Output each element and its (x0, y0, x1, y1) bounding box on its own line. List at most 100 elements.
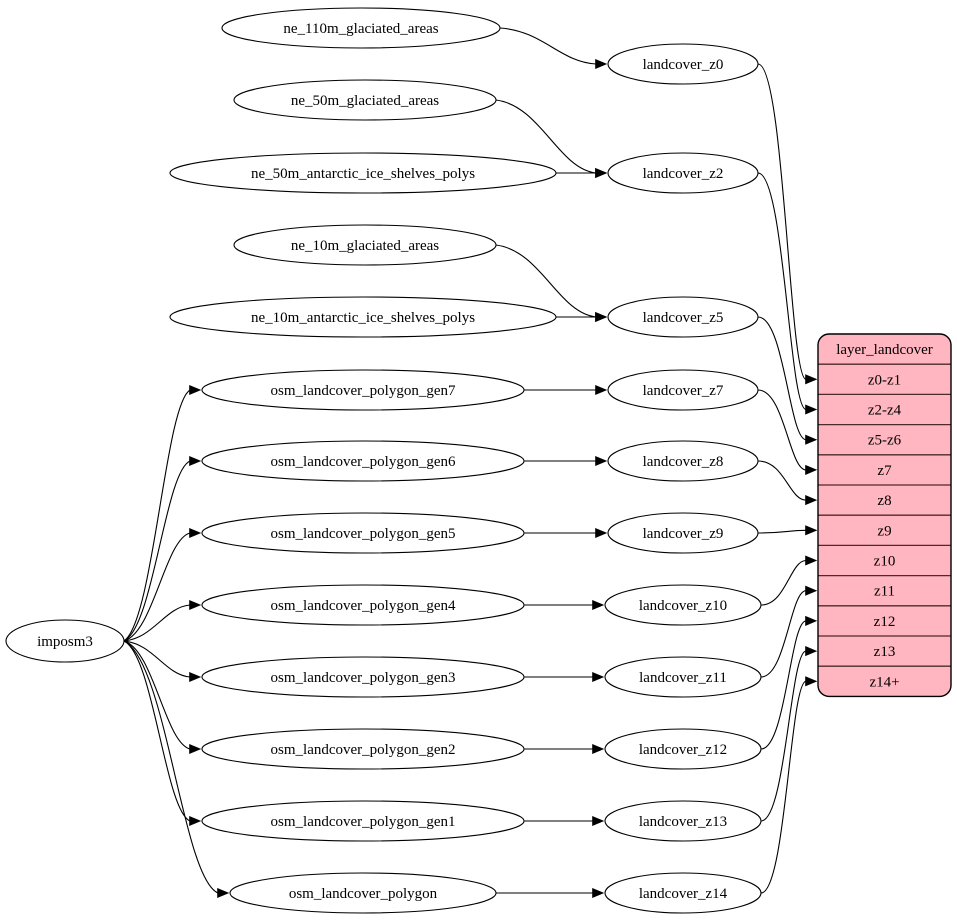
edge-arrow-icon (595, 167, 608, 179)
edge-imposm3-to-osm_landcover_polygon_gen2 (123, 640, 191, 750)
table-cell-label-z14+: z14+ (869, 674, 899, 690)
node-landcover_z12[interactable]: landcover_z12 (604, 728, 762, 770)
edge-arrow-icon (189, 743, 202, 755)
table-row-z12[interactable]: z12 (818, 605, 951, 636)
node-osm_landcover_polygon_gen4[interactable]: osm_landcover_polygon_gen4 (201, 584, 525, 626)
node-osm_landcover_polygon_gen2[interactable]: osm_landcover_polygon_gen2 (201, 728, 525, 770)
node-shape-landcover_z14 (604, 872, 762, 914)
edge-landcover_z7-to-z7 (757, 389, 807, 471)
node-shape-landcover_z12 (604, 728, 762, 770)
edge-imposm3-to-osm_landcover_polygon_gen7 (123, 389, 191, 642)
edge-arrow-icon (189, 455, 202, 467)
node-ne_50m_antarctic_ice_shelves_polys[interactable]: ne_50m_antarctic_ice_shelves_polys (169, 152, 557, 194)
node-label-landcover_z10: landcover_z10 (639, 598, 727, 614)
edge-imposm3-to-osm_landcover_polygon_gen5 (123, 532, 191, 642)
edges-layer (123, 27, 818, 899)
node-ne_50m_glaciated_areas[interactable]: ne_50m_glaciated_areas (233, 79, 497, 121)
node-ne_110m_glaciated_areas[interactable]: ne_110m_glaciated_areas (221, 7, 501, 49)
table-cell-bg-z5-z6 (818, 424, 951, 455)
node-osm_landcover_polygon_gen6[interactable]: osm_landcover_polygon_gen6 (201, 440, 525, 482)
edge-arrow-icon (805, 646, 818, 657)
node-landcover_z8[interactable]: landcover_z8 (607, 440, 759, 482)
node-label-imposm3: imposm3 (37, 634, 93, 650)
edge-imposm3-to-osm_landcover_polygon (123, 640, 219, 894)
node-imposm3[interactable]: imposm3 (5, 619, 125, 663)
edge-arrow-icon (805, 585, 818, 596)
node-shape-landcover_z8 (607, 440, 759, 482)
node-osm_landcover_polygon_gen7[interactable]: osm_landcover_polygon_gen7 (201, 369, 525, 411)
node-label-osm_landcover_polygon: osm_landcover_polygon (289, 886, 438, 902)
node-shape-landcover_z7 (607, 369, 759, 411)
table-cell-bg-z8 (818, 485, 951, 516)
node-label-landcover_z13: landcover_z13 (639, 814, 727, 830)
table-row-z14+[interactable]: z14+ (818, 665, 951, 697)
node-shape-ne_10m_antarctic_ice_shelves_polys (169, 296, 557, 338)
node-landcover_z5[interactable]: landcover_z5 (607, 296, 759, 338)
node-landcover_z14[interactable]: landcover_z14 (604, 872, 762, 914)
node-landcover_z13[interactable]: landcover_z13 (604, 800, 762, 842)
edge-arrow-icon (592, 743, 605, 755)
table-row-z11[interactable]: z11 (818, 574, 951, 606)
edge-arrow-icon (805, 615, 818, 626)
table-cell-label-z0-z1: z0-z1 (868, 372, 901, 388)
node-landcover_z11[interactable]: landcover_z11 (604, 656, 762, 698)
node-label-landcover_z14: landcover_z14 (639, 886, 728, 902)
table-cell-bg-z7 (818, 454, 951, 485)
edge-landcover_z2-to-z2-z4 (757, 172, 807, 411)
node-landcover_z7[interactable]: landcover_z7 (607, 369, 759, 411)
table-row-z8[interactable]: z8 (818, 484, 951, 516)
node-ne_10m_glaciated_areas[interactable]: ne_10m_glaciated_areas (233, 224, 497, 266)
edge-arrow-icon (217, 887, 230, 899)
table-row-z5-z6[interactable]: z5-z6 (818, 423, 951, 455)
node-shape-osm_landcover_polygon_gen6 (201, 440, 525, 482)
edge-landcover_z12-to-z12 (760, 620, 807, 750)
node-osm_landcover_polygon_gen3[interactable]: osm_landcover_polygon_gen3 (201, 656, 525, 698)
edge-imposm3-to-osm_landcover_polygon_gen1 (123, 640, 191, 822)
edge-imposm3-to-osm_landcover_polygon_gen6 (123, 460, 191, 642)
node-osm_landcover_polygon_gen5[interactable]: osm_landcover_polygon_gen5 (201, 512, 525, 554)
node-osm_landcover_polygon[interactable]: osm_landcover_polygon (229, 872, 497, 914)
table-cell-bg-z11 (818, 575, 951, 606)
table-cell-label-z8: z8 (877, 493, 891, 509)
edge-arrow-icon (592, 815, 605, 827)
node-shape-osm_landcover_polygon_gen5 (201, 512, 525, 554)
node-label-landcover_z8: landcover_z8 (643, 454, 724, 470)
edge-landcover_z0-to-z0-z1 (757, 63, 807, 380)
node-label-landcover_z5: landcover_z5 (643, 310, 724, 326)
edge-arrow-icon (595, 527, 608, 539)
table-header-label: layer_landcover (836, 342, 933, 358)
node-shape-ne_10m_glaciated_areas (233, 224, 497, 266)
table-row-z2-z4[interactable]: z2-z4 (818, 393, 951, 425)
edge-landcover_z14-to-z14+ (760, 680, 807, 894)
node-label-osm_landcover_polygon_gen1: osm_landcover_polygon_gen1 (271, 814, 456, 830)
node-landcover_z0[interactable]: landcover_z0 (607, 43, 759, 85)
node-shape-ne_50m_glaciated_areas (233, 79, 497, 121)
node-label-osm_landcover_polygon_gen7: osm_landcover_polygon_gen7 (271, 383, 456, 399)
edge-arrow-icon (189, 527, 202, 539)
node-landcover_z9[interactable]: landcover_z9 (607, 512, 759, 554)
node-landcover_z10[interactable]: landcover_z10 (604, 584, 762, 626)
edge-arrow-icon (805, 464, 818, 475)
edge-arrow-icon (595, 384, 608, 396)
table-cell-bg-z12 (818, 605, 951, 636)
node-ne_10m_antarctic_ice_shelves_polys[interactable]: ne_10m_antarctic_ice_shelves_polys (169, 296, 557, 338)
table-cell-bg-z2-z4 (818, 394, 951, 425)
table-row-z10[interactable]: z10 (818, 544, 951, 576)
table-row-z0-z1[interactable]: z0-z1 (818, 363, 951, 395)
table-header-bg (818, 334, 951, 365)
node-landcover_z2[interactable]: landcover_z2 (607, 152, 759, 194)
edge-ne_110m_glaciated_areas-to-landcover_z0 (499, 27, 597, 65)
node-label-ne_10m_antarctic_ice_shelves_polys: ne_10m_antarctic_ice_shelves_polys (251, 310, 475, 326)
table-cell-bg-z0-z1 (818, 364, 951, 395)
edge-arrow-icon (805, 404, 818, 415)
edge-landcover_z9-to-z9 (757, 529, 807, 534)
table-row-z7[interactable]: z7 (818, 454, 951, 485)
node-osm_landcover_polygon_gen1[interactable]: osm_landcover_polygon_gen1 (201, 800, 525, 842)
node-shape-landcover_z2 (607, 152, 759, 194)
edge-arrow-icon (189, 384, 202, 396)
table-row-z9[interactable]: z9 (818, 514, 951, 546)
edge-arrow-icon (189, 815, 202, 827)
table-row-z13[interactable]: z13 (818, 635, 951, 667)
node-label-landcover_z0: landcover_z0 (643, 57, 724, 73)
